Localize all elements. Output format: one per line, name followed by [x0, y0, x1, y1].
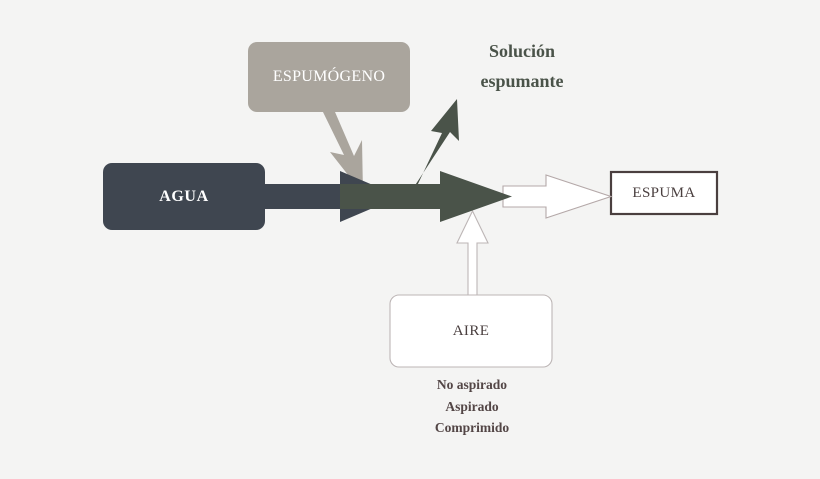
arrow-mix-to-solucion [410, 99, 459, 193]
arrow-foam-to-espuma [502, 174, 613, 219]
node-espumogeno-box[interactable] [248, 42, 410, 112]
arrow-agua-to-mix [265, 171, 400, 222]
node-espuma-box[interactable] [609, 170, 719, 216]
arrow-espumogeno-to-mix [322, 105, 363, 194]
arrow-aire-to-mix [456, 209, 489, 296]
arrow-solution-to-foam [340, 171, 512, 222]
node-aire-box[interactable] [389, 294, 553, 368]
node-agua-box[interactable] [103, 163, 265, 230]
